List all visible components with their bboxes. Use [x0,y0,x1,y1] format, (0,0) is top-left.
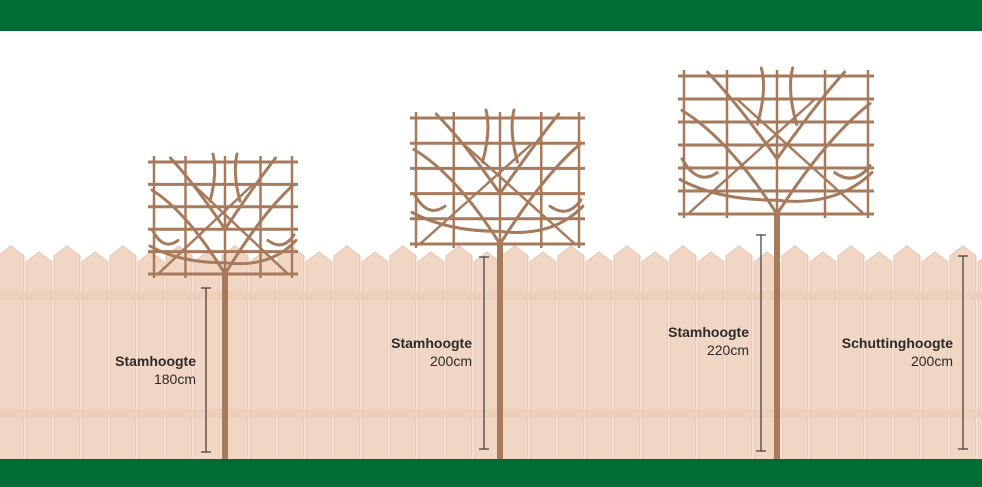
tree-branch [223,238,298,266]
trellis-diagonal [687,98,817,215]
tree-trunk [497,240,503,460]
espalier-tree [148,152,298,460]
tree-branch [223,182,296,276]
fence-picket [53,245,81,461]
tree-branch [548,198,583,213]
fence-picket [529,251,557,461]
trellis-diagonal [419,142,534,245]
espalier-tree [410,108,585,460]
measure-title: Stamhoogte [668,324,749,340]
fence-picket [585,251,613,461]
fence-rail [0,291,982,300]
fence-picket [781,245,809,461]
measure-label-tree-1: Stamhoogte 180cm [115,352,196,388]
measure-title: Stamhoogte [115,353,196,369]
fence-picket [641,251,669,461]
tree-branch [233,152,242,203]
tree-branch [266,233,296,247]
top-green-band [0,0,982,31]
fence-picket [977,258,982,461]
tree-branch [208,152,217,203]
espalier-tree [678,66,874,460]
tree-branch [148,244,227,265]
tree-branch [680,157,719,179]
measure-title: Stamhoogte [391,335,472,351]
tree-branch [755,66,766,126]
tree-branch [705,70,779,161]
tree-branch [498,204,585,234]
fence-picket [473,251,501,461]
fence-picket [193,251,221,461]
fence-picket [249,251,277,461]
fence-picket [277,245,305,461]
trellis-diagonal [735,98,865,215]
trellis-diagonal [461,142,576,245]
trees [148,66,874,460]
tree-branch [412,148,502,246]
fence-picket [613,245,641,461]
tree-branch [680,109,779,216]
height-measure-bar [958,255,968,450]
height-measures [201,234,968,453]
measure-label-tree-3: Stamhoogte 220cm [668,323,749,359]
tree-trunk [222,268,228,460]
tree-branch [498,112,561,196]
fence-picket [81,251,109,461]
tree-trunk [774,210,780,460]
tree-branch [833,164,872,180]
tree-branch [498,141,583,246]
tree-branch [510,108,519,164]
fence-rail [0,409,982,418]
height-measure-bar [756,234,766,452]
measure-value: 200cm [429,353,472,369]
picket-fence [0,245,982,461]
trellis-diagonal [192,183,289,275]
measure-value: 220cm [706,342,749,358]
fence-picket [557,245,585,461]
tree-branch [412,192,447,212]
tree-branch [788,66,799,126]
fence-picket [333,245,361,461]
tree-branch [434,112,502,196]
bottom-green-band [0,459,982,487]
fence-picket [809,251,837,461]
tree-branch [678,178,779,202]
measure-title: Schuttinghoogte [841,335,953,351]
tree-branch [775,102,872,216]
tree-branch [223,156,277,231]
fence-picket [361,251,389,461]
tree-branch [775,70,847,161]
measure-value: 200cm [910,353,953,369]
fence-picket [25,251,53,461]
measure-label-fence: Schuttinghoogte 200cm [842,334,953,370]
height-measure-bar [479,256,489,450]
tree-branch [410,211,502,233]
measure-value: 180cm [153,371,196,387]
tree-branch [150,227,180,246]
tree-branch [775,171,874,203]
tree-branch [169,156,227,231]
fence-picket [0,245,25,461]
tree-branch [481,108,490,164]
fence-picket [305,251,333,461]
measure-label-tree-2: Stamhoogte 200cm [391,334,472,370]
fence-picket [501,245,529,461]
trellis-diagonal [157,183,254,275]
height-measure-bar [201,287,211,453]
